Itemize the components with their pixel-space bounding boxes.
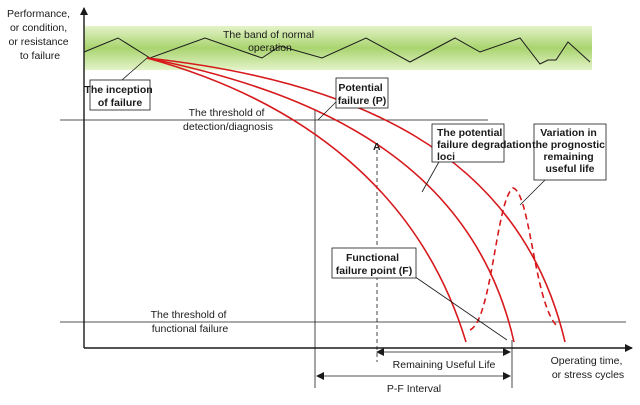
- normal-operation-band: [84, 26, 592, 70]
- functional-threshold-label: The threshold of functional failure: [151, 309, 230, 335]
- rul-label: Remaining Useful Life: [393, 359, 496, 371]
- band-label: The band of normal operation: [223, 29, 317, 54]
- inception-box: [89, 79, 151, 111]
- leader-degradation: [421, 159, 441, 193]
- degradation-box: [431, 123, 505, 163]
- potential-box: [335, 77, 389, 109]
- functional-failure-label: Functional failure point (F): [336, 252, 412, 277]
- leader-functional: [407, 271, 508, 341]
- functional-box: [331, 247, 417, 279]
- degradation-curve-1: [146, 57, 467, 343]
- marker-a: A: [373, 141, 381, 153]
- y-axis-label: Performance, or condition, or resistance…: [7, 8, 73, 62]
- inception-label: The inception of failure: [84, 84, 155, 109]
- variation-label: Variation in the prognostic remaining us…: [532, 127, 608, 175]
- potential-failure-label: Potential failure (P): [338, 82, 386, 107]
- degradation-label: The potential failure degradation loci: [437, 127, 534, 163]
- degradation-curve-3: [146, 57, 566, 343]
- x-axis-label: Operating time, or stress cycles: [551, 355, 626, 381]
- leader-potential: [317, 99, 339, 121]
- pf-label: P-F Interval: [387, 383, 441, 395]
- detection-threshold-label: The threshold of detection/diagnosis: [183, 107, 273, 133]
- normal-operation-line: [83, 37, 591, 65]
- rul-distribution-curve: [469, 187, 557, 331]
- leader-inception: [121, 57, 148, 81]
- degradation-curve-2: [146, 57, 515, 343]
- variation-box: [533, 123, 607, 181]
- leader-variation: [519, 179, 546, 206]
